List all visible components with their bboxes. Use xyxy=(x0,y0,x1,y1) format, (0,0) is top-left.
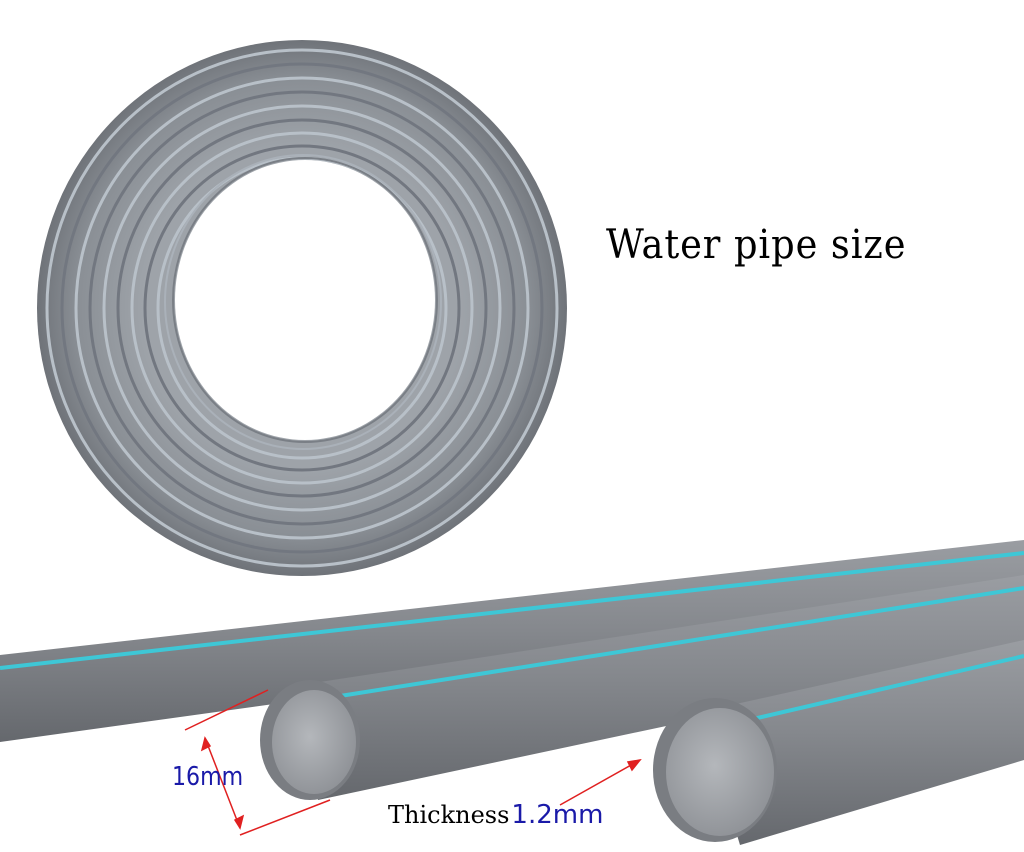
pipe-back xyxy=(0,540,1024,742)
thickness-annotation: Thickness1.2mm xyxy=(388,800,603,830)
pipe-coil xyxy=(37,40,567,576)
thickness-label: Thickness xyxy=(388,801,510,829)
dimension-arrows xyxy=(184,689,642,836)
pipe-middle xyxy=(260,575,1024,800)
thickness-value: 1.2mm xyxy=(511,800,604,830)
page-title: Water pipe size xyxy=(606,222,907,268)
pipe-front xyxy=(653,640,1024,845)
diameter-label: 16mm xyxy=(172,762,244,792)
